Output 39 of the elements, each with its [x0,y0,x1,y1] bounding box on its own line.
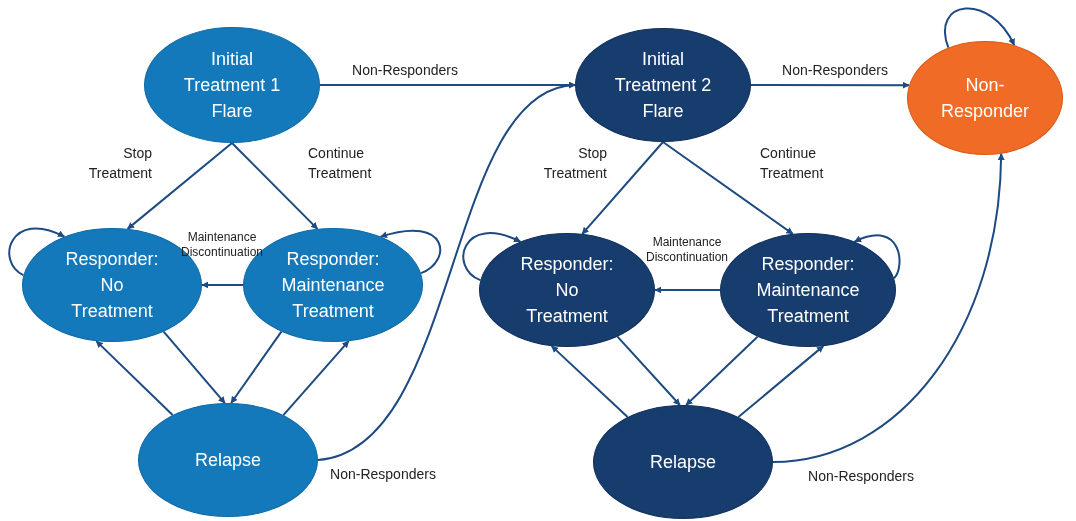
edge-label: Non-Responders [807,467,915,486]
state-label: Responder: No Treatment [519,253,615,328]
arrow [654,286,721,294]
edge-label: Stop Treatment [87,144,152,183]
state-label: Relapse [194,449,261,472]
arrow [379,229,442,275]
edge-label: Maintenance Discontinuation [179,230,265,260]
arrow [282,340,350,417]
arrow [737,345,825,419]
edge-label: Continue Treatment [308,144,373,183]
arrow [317,83,576,461]
edge-label: Non-Responders [781,61,889,80]
arrow [126,142,233,230]
arrow [944,7,1016,49]
state-label: Initial Treatment 1 Flare [182,48,282,123]
arrow [616,335,681,407]
arrow [230,330,283,405]
arrow [750,81,910,89]
edge-label: Non-Responders [351,61,459,80]
arrow [231,142,319,230]
arrow [162,330,226,405]
arrow [685,335,759,407]
state-label: Relapse [649,451,716,474]
arrow [95,340,174,417]
state-label: Initial Treatment 2 Flare [613,48,713,123]
arrow [853,234,901,280]
arrow [462,232,522,282]
edge-label: Continue Treatment [760,144,825,183]
edge-label: Stop Treatment [542,144,607,183]
state-label: Non-Responder [939,74,1031,123]
arrow [201,281,244,289]
arrow [550,345,629,419]
edge-label: Maintenance Discontinuation [644,235,730,265]
state-label: Responder: Maintenance Treatment [755,253,861,328]
state-label: Responder: No Treatment [64,248,160,323]
arrow [581,141,664,235]
arrow [8,227,66,277]
edge-label: Non-Responders [329,465,437,484]
arrow [662,141,794,235]
